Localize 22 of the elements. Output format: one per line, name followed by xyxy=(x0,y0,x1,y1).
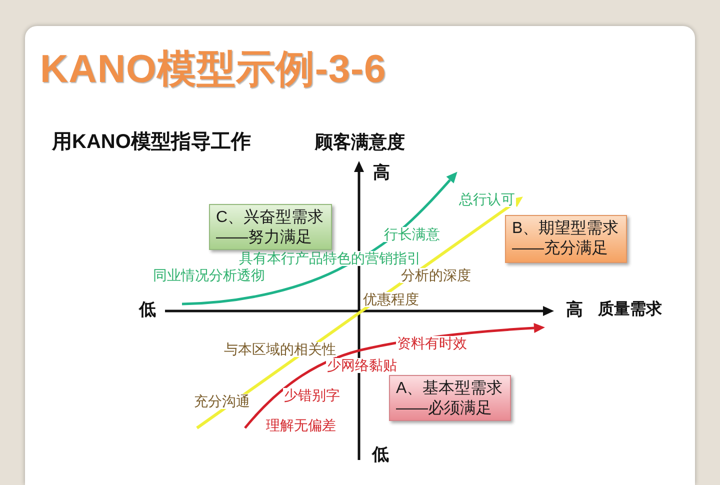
category-box: B、期望型需求——充分满足 xyxy=(505,215,627,263)
curve-label: 分析的深度 xyxy=(400,268,472,284)
curve-label: 同业情况分析透彻 xyxy=(152,268,266,284)
curve-label: 资料有时效 xyxy=(396,336,468,352)
subtitle: 用KANO模型指导工作 xyxy=(52,130,251,154)
category-box: A、基本型需求——必须满足 xyxy=(389,375,511,421)
axis-label: 低 xyxy=(139,300,156,320)
curve-label: 少网络黏贴 xyxy=(326,358,398,374)
curve-label: 理解无偏差 xyxy=(265,418,337,434)
category-box: C、兴奋型需求——努力满足 xyxy=(209,204,332,250)
curve-label: 行长满意 xyxy=(383,227,441,242)
curve-label: 优惠程度 xyxy=(362,292,420,308)
axis-label: 高 xyxy=(566,300,583,320)
axis-title: 质量需求 xyxy=(598,300,662,320)
curve-label: 与本区域的相关性 xyxy=(223,342,337,358)
curve-label: 充分沟通 xyxy=(193,394,251,410)
axis-title: 顾客满意度 xyxy=(315,132,405,154)
curve-label: 总行认可 xyxy=(458,192,516,208)
axis-label: 低 xyxy=(372,445,389,466)
curve-label: 少错别字 xyxy=(283,388,341,404)
axis-label: 高 xyxy=(373,163,390,184)
slide-title: KANO模型示例-3-6 xyxy=(40,50,386,89)
